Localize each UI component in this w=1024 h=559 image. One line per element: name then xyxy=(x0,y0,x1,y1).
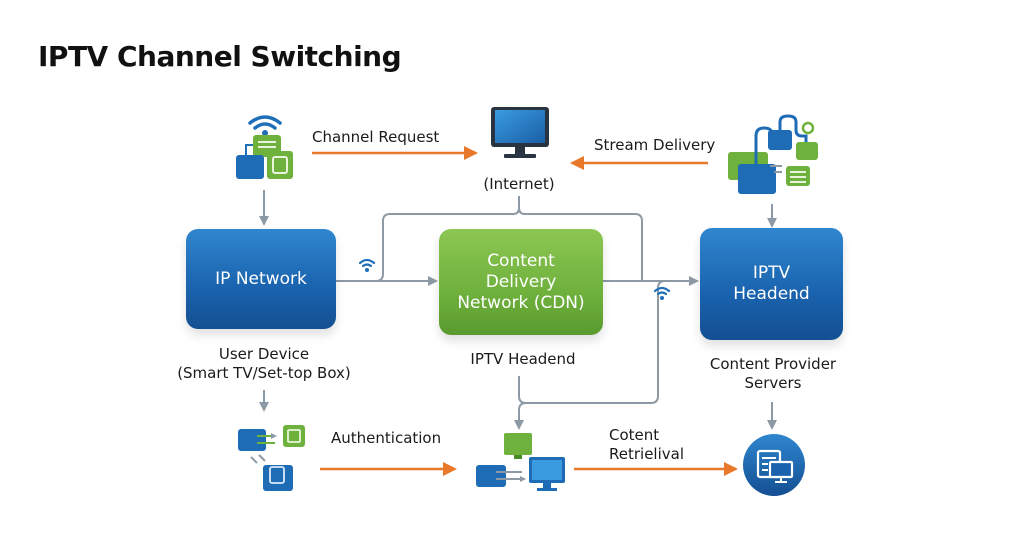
content-network-icon xyxy=(728,114,818,194)
connector-internet-bracket xyxy=(375,196,643,282)
content-retrieval-line1: Cotent xyxy=(609,426,660,444)
wifi-user-device-icon xyxy=(236,115,293,179)
ip-network-label: IP Network xyxy=(215,268,307,289)
content-retrieval-line2: Retrielival xyxy=(609,445,684,463)
authentication-devices-icon xyxy=(238,425,305,491)
page-title: IPTV Channel Switching xyxy=(38,40,402,73)
cdn-label-line2: Delivery xyxy=(485,271,557,292)
headend-caption-line2: Servers xyxy=(744,374,802,392)
authentication-label: Authentication xyxy=(331,429,442,447)
cdn-label-line3: Network (CDN) xyxy=(457,292,585,313)
ip-network-box[interactable]: IP Network xyxy=(186,229,336,329)
content-retrieval-label: Cotent Retrielival xyxy=(609,426,684,464)
connector-cdn-bottom xyxy=(518,280,666,420)
ip-network-caption: User Device (Smart TV/Set-top Box) xyxy=(166,345,362,383)
ip-network-caption-line2: (Smart TV/Set-top Box) xyxy=(177,364,351,382)
wifi-icon xyxy=(653,286,671,300)
ip-network-caption-line1: User Device xyxy=(218,345,310,363)
cdn-box[interactable]: Content Delivery Network (CDN) xyxy=(439,229,603,335)
headend-caption: Content Provider Servers xyxy=(700,355,846,393)
content-server-circle-icon xyxy=(743,434,805,496)
tv-monitor-icon xyxy=(491,107,549,158)
cdn-label-line1: Content xyxy=(487,250,555,271)
wifi-icon xyxy=(358,258,376,272)
cdn-caption: IPTV Headend xyxy=(470,350,576,368)
iptv-headend-box[interactable]: IPTV Headend xyxy=(700,228,843,340)
headend-label-line2: Headend xyxy=(733,284,810,304)
internet-caption: (Internet) xyxy=(483,175,555,193)
channel-request-label: Channel Request xyxy=(312,128,440,146)
stream-delivery-label: Stream Delivery xyxy=(594,136,716,154)
headend-label-line1: IPTV xyxy=(752,263,791,283)
headend-caption-line1: Content Provider xyxy=(709,355,837,373)
server-monitor-icon xyxy=(476,433,565,491)
